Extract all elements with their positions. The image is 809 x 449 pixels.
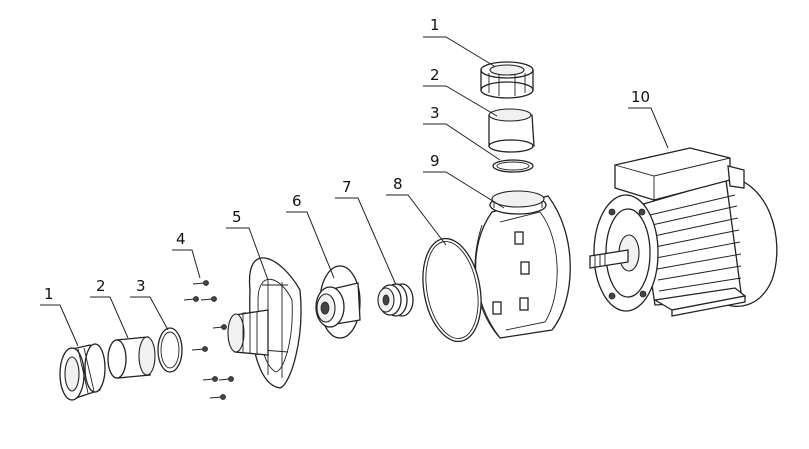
callout-9: 9 (430, 152, 440, 170)
callout-labels: 1 2 3 10 9 8 7 6 5 4 3 2 1 (44, 16, 650, 303)
inlet-o-ring (157, 327, 183, 373)
pump-housing (474, 190, 571, 339)
callout-1-left: 1 (44, 285, 54, 303)
callout-3-top: 3 (430, 104, 440, 122)
housing-o-ring (422, 237, 482, 343)
top-union-nut (480, 61, 534, 99)
callout-1-top: 1 (430, 16, 440, 34)
top-tail-piece (488, 108, 535, 153)
impeller (315, 265, 361, 339)
callout-5: 5 (232, 208, 242, 226)
callout-2-top: 2 (430, 66, 440, 84)
top-o-ring (492, 159, 534, 173)
callout-8: 8 (393, 175, 403, 193)
callout-7: 7 (342, 178, 352, 196)
leader-lines (40, 36, 669, 347)
inlet-tail-piece (107, 336, 156, 379)
callout-6: 6 (292, 192, 302, 210)
front-cover (227, 257, 302, 389)
callout-3-left: 3 (136, 277, 146, 295)
callout-4: 4 (176, 230, 186, 248)
mechanical-seal (377, 283, 414, 317)
cover-screws (183, 280, 234, 400)
motor (589, 147, 778, 317)
callout-10: 10 (631, 88, 650, 106)
callout-2-left: 2 (96, 277, 106, 295)
inlet-union-nut (59, 343, 106, 401)
